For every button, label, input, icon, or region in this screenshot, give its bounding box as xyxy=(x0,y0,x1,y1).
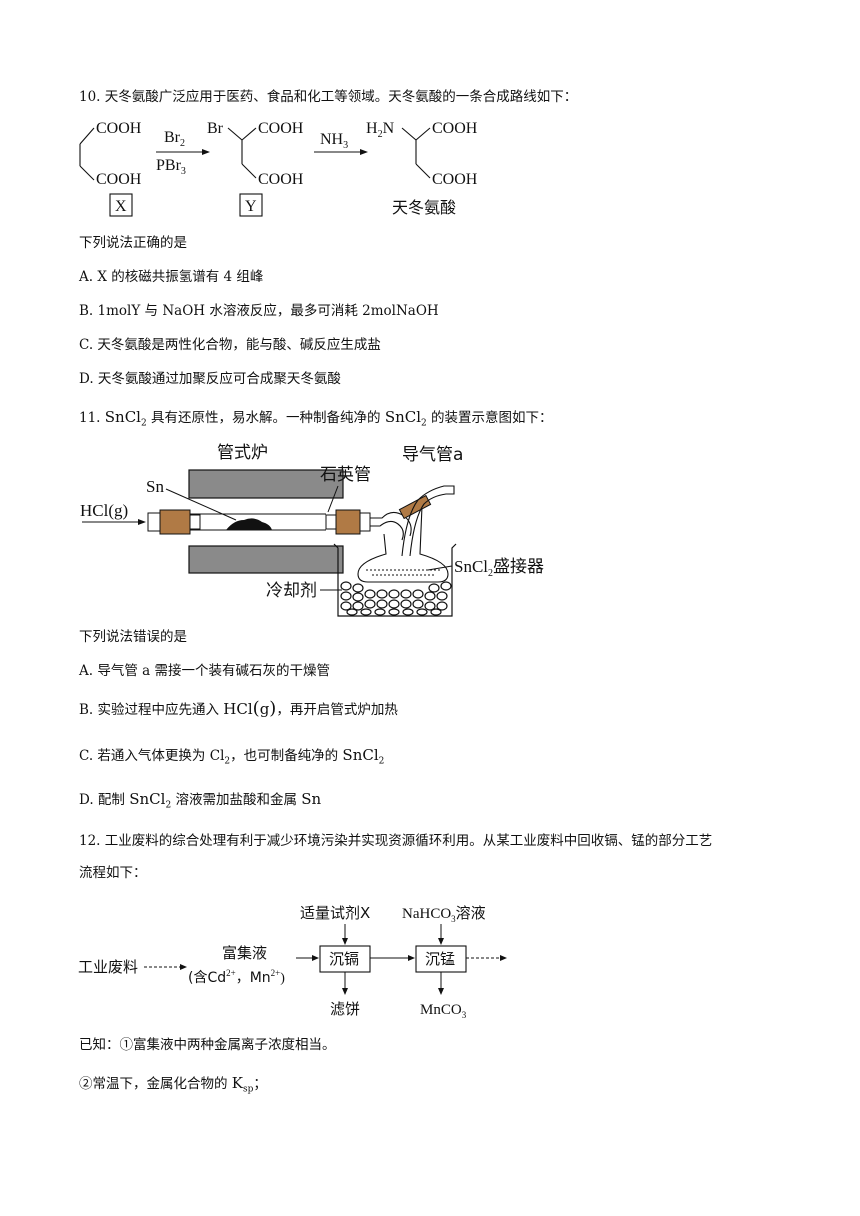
flow-waste: 工业废料 xyxy=(78,958,138,976)
sn-pile xyxy=(226,518,272,530)
y-cooh-top: COOH xyxy=(258,120,304,137)
q12-stem-line2: 流程如下： xyxy=(79,865,147,881)
q10-option-d: D. 天冬氨酸通过加聚反应可合成聚天冬氨酸 xyxy=(79,371,341,387)
label-quartz: 石英管 xyxy=(320,465,371,485)
q10-prompt: 下列说法正确的是 xyxy=(79,235,187,251)
compound-aspartic-acid: H2N COOH COOH 天冬氨酸 xyxy=(366,120,478,217)
coolant-pebbles xyxy=(340,581,452,616)
x-cooh-bottom: COOH xyxy=(96,171,142,188)
q11-prompt: 下列说法错误的是 xyxy=(79,629,187,645)
q10-option-a: A. X 的核磁共振氢谱有 4 组峰 xyxy=(79,269,264,285)
flow-step2-box xyxy=(415,945,467,973)
q10-option-c: C. 天冬氨酸是两性化合物，能与酸、碱反应生成盐 xyxy=(79,337,381,353)
flow-rich-ions: (含Cd2+，Mn2+) xyxy=(188,968,285,986)
q10-synthesis-scheme: COOH COOH X Br2 PBr3 Br COOH COOH Y NH3 … xyxy=(79,120,478,217)
flow-step1: 沉镉 xyxy=(329,950,359,968)
beaker xyxy=(333,543,457,617)
reagent-pbr3: PBr3 xyxy=(156,157,186,177)
flow-reagent-2: NaHCO3溶液 xyxy=(402,904,486,924)
q11-option-d: D. 配制 SnCl2 溶液需加盐酸和金属 Sn xyxy=(79,790,322,811)
left-stopper xyxy=(159,509,191,535)
furnace-bottom-block xyxy=(188,545,344,574)
flow-step1-box xyxy=(319,945,371,973)
y-br: Br xyxy=(207,120,224,137)
q10-option-b: B. 1molY 与 NaOH 水溶液反应，最多可消耗 2molNaOH xyxy=(79,303,439,319)
compound-x: COOH COOH X xyxy=(79,120,142,217)
label-tube-a: 导气管a xyxy=(402,445,463,465)
label-product: 天冬氨酸 xyxy=(392,198,456,217)
flow-out1: 滤饼 xyxy=(330,1000,360,1018)
q11-option-c: C. 若通入气体更换为 Cl2，也可制备纯净的 SnCl2 xyxy=(79,746,385,767)
product-cooh-top: COOH xyxy=(432,120,478,137)
product-h2n: H2N xyxy=(366,120,395,140)
q10-stem: 10. 天冬氨酸广泛应用于医药、食品和化工等领域。天冬氨酸的一条合成路线如下： xyxy=(79,89,578,105)
q11-stem: 11. SnCl2 具有还原性，易水解。一种制备纯净的 SnCl2 的装置示意图… xyxy=(79,408,553,429)
q11-option-b: B. 实验过程中应先通入 HCl(g)，再开启管式炉加热 xyxy=(79,698,398,719)
q12-stem-line1: 12. 工业废料的综合处理有利于减少环境污染并实现资源循环利用。从某工业废料中回… xyxy=(79,833,713,849)
arrow-1: Br2 PBr3 xyxy=(156,129,210,177)
reagent-br2: Br2 xyxy=(164,129,185,149)
q12-flowchart: 工业废料 富集液 (含Cd2+，Mn2+) 沉镉 适量试剂X 滤饼 沉锰 NaH… xyxy=(78,904,507,1020)
q11-option-a: A. 导气管 a 需接一个装有碱石灰的干燥管 xyxy=(79,663,330,679)
flow-reagent-x: 适量试剂X xyxy=(300,904,370,922)
y-cooh-bottom: COOH xyxy=(258,171,304,188)
label-x: X xyxy=(115,198,127,215)
flask-stopper xyxy=(398,494,432,520)
label-sn: Sn xyxy=(146,477,164,496)
flow-step2: 沉锰 xyxy=(425,950,455,968)
reagent-nh3: NH3 xyxy=(320,131,348,151)
label-receiver: SnCl2盛接器 xyxy=(454,557,544,579)
label-coolant: 冷却剂 xyxy=(266,581,317,601)
x-cooh-top: COOH xyxy=(96,120,142,137)
q11-apparatus: 管式炉 Sn 石英管 HCl(g) 导气管a 冷却剂 SnCl2盛接器 xyxy=(80,443,544,617)
flow-out2: MnCO3 xyxy=(420,1002,467,1020)
furnace-top-block xyxy=(188,469,344,499)
q12-known-2: ②常温下，金属化合物的 Ksp； xyxy=(79,1074,267,1095)
product-cooh-bottom: COOH xyxy=(432,171,478,188)
label-furnace: 管式炉 xyxy=(217,443,268,463)
q12-known-1: 已知：①富集液中两种金属离子浓度相当。 xyxy=(79,1037,336,1053)
compound-y: Br COOH COOH Y xyxy=(207,120,304,217)
flow-rich: 富集液 xyxy=(222,944,267,962)
arrow-2: NH3 xyxy=(314,131,368,155)
label-hcl: HCl(g) xyxy=(80,501,128,520)
right-stopper xyxy=(335,509,361,535)
label-y: Y xyxy=(245,198,257,215)
